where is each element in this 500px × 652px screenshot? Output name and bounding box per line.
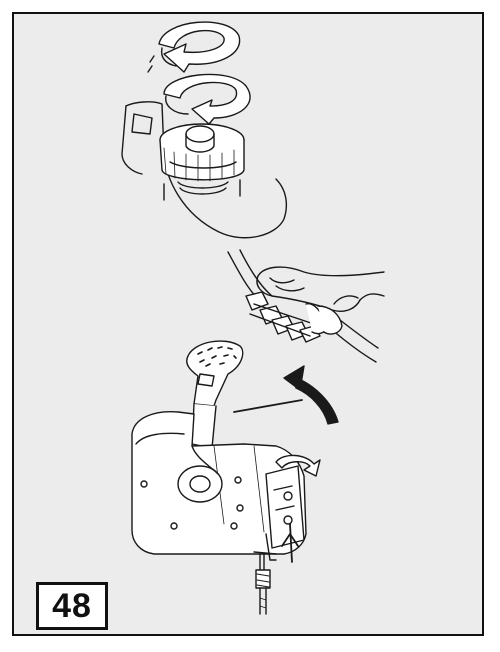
hand-icon bbox=[257, 267, 384, 311]
rotation-arrow-icon bbox=[148, 22, 250, 124]
lever-arrow-icon bbox=[284, 366, 338, 424]
illustration bbox=[14, 14, 482, 634]
figure-number-label: 48 bbox=[36, 582, 108, 630]
figure-frame: 48 bbox=[12, 12, 484, 636]
throttle-lever bbox=[187, 341, 302, 448]
control-box bbox=[132, 412, 320, 562]
fuel-tank-cap bbox=[122, 102, 286, 238]
control-cable bbox=[256, 554, 270, 614]
